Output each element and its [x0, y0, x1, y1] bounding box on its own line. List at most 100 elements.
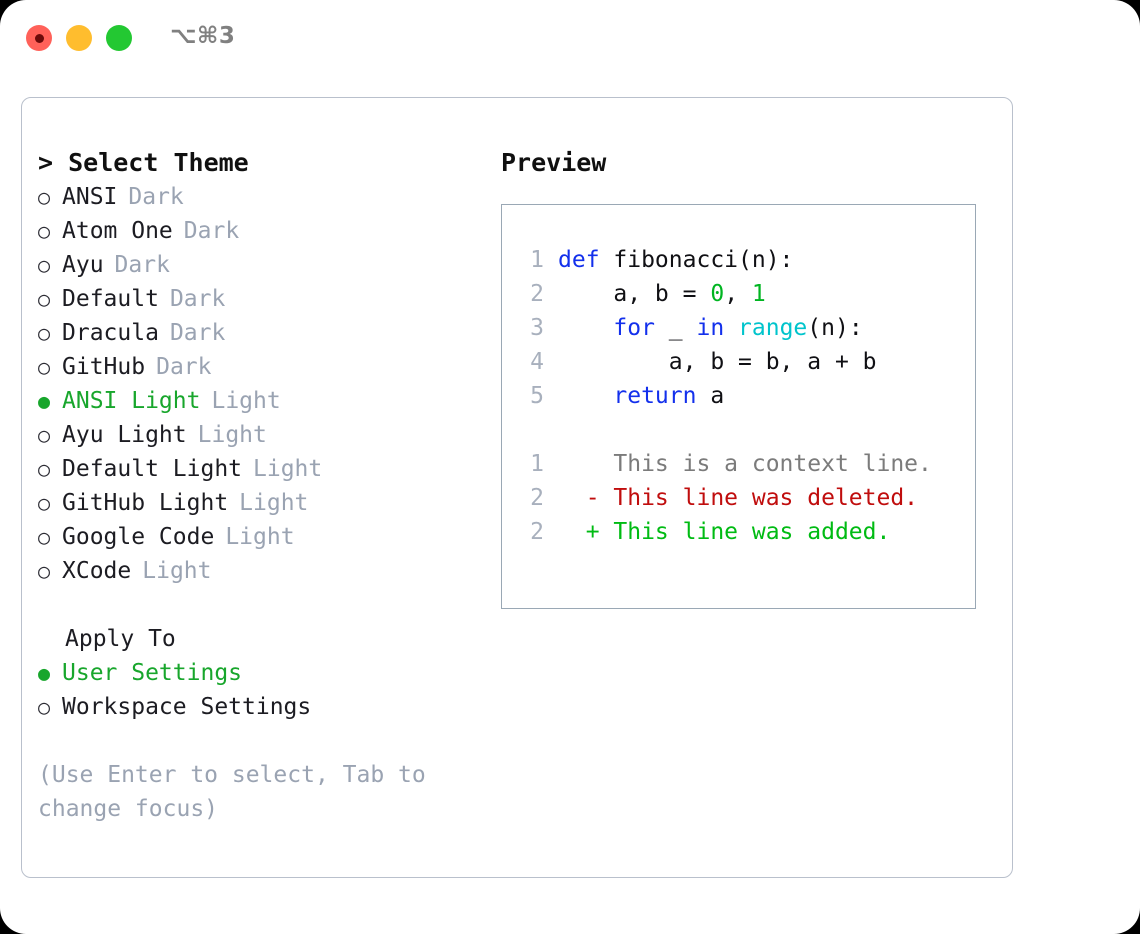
code-token: [724, 315, 738, 341]
code-line: 4 a, b = b, a + b: [520, 345, 975, 379]
theme-item-name: GitHub Light: [62, 490, 229, 516]
code-line: 3 for _ in range(n):: [520, 311, 975, 345]
apply-to-options: ● User Settings ○Workspace Settings: [38, 656, 478, 724]
theme-item[interactable]: ○ GitHub Light Light: [38, 486, 478, 520]
diff-line: 2 + This line was added.: [520, 515, 975, 549]
radio-unselected-icon: ○: [38, 287, 51, 311]
theme-item[interactable]: ○ Default Light Light: [38, 452, 478, 486]
radio-unselected-icon: ○: [38, 559, 51, 583]
preview-spacer: [520, 413, 975, 447]
diff-line: 1 This is a context line.: [520, 447, 975, 481]
theme-item-name: Atom One: [62, 218, 173, 244]
line-number: 2: [530, 485, 544, 511]
radio-selected-icon: ●: [38, 389, 51, 413]
maximize-button[interactable]: [106, 25, 132, 51]
code-token: a, b =: [558, 281, 711, 307]
diff-text: This line was deleted.: [599, 485, 919, 511]
line-number: 5: [530, 383, 544, 409]
code-line: 1 def fibonacci(n):: [520, 243, 975, 277]
code-token: 0: [710, 281, 725, 307]
line-number: 2: [530, 519, 544, 545]
theme-item[interactable]: ○ Default Dark: [38, 282, 478, 316]
radio-unselected-icon: ○: [38, 525, 51, 549]
diff-sample: 1 This is a context line.2 - This line w…: [520, 447, 975, 549]
theme-item-kind: Dark: [114, 252, 170, 278]
line-number: 1: [530, 247, 544, 273]
code-token: [558, 383, 613, 409]
radio-selected-icon: ●: [38, 661, 51, 685]
theme-item[interactable]: ○ Dracula Dark: [38, 316, 478, 350]
theme-item[interactable]: ● ANSI Light Light: [38, 384, 478, 418]
radio-unselected-icon: ○: [38, 185, 51, 209]
diff-sign: [558, 451, 600, 477]
page-title: > Select Theme: [38, 148, 249, 177]
theme-item-kind: Dark: [156, 354, 212, 380]
radio-unselected-icon: ○: [38, 457, 51, 481]
apply-to-option[interactable]: ○Workspace Settings: [38, 690, 478, 724]
theme-item-kind: Light: [197, 422, 267, 448]
code-token: fibonacci(n):: [599, 247, 794, 273]
theme-item-name: Default Light: [62, 456, 243, 482]
theme-item-kind: Dark: [128, 184, 184, 210]
code-token: a: [696, 383, 725, 409]
code-token: [558, 315, 613, 341]
preview-title: Preview: [501, 148, 607, 177]
code-token: ,: [724, 281, 752, 307]
theme-item-kind: Light: [225, 524, 295, 550]
window-controls: [26, 25, 132, 51]
theme-item-name: GitHub: [62, 354, 146, 380]
code-line: 5 return a: [520, 379, 975, 413]
code-token: def: [558, 247, 600, 273]
radio-unselected-icon: ○: [38, 219, 51, 243]
code-token: a, b = b, a + b: [558, 349, 877, 375]
theme-item-kind: Dark: [169, 320, 226, 346]
radio-unselected-icon: ○: [38, 321, 51, 345]
keyboard-hint: (Use Enter to select, Tab to change focu…: [38, 762, 440, 822]
theme-item-kind: Light: [239, 490, 309, 516]
theme-item-kind: Dark: [169, 286, 226, 312]
theme-item[interactable]: ○ Google Code Light: [38, 520, 478, 554]
code-token: return: [613, 383, 697, 409]
theme-item[interactable]: ○ Ayu Light Light: [38, 418, 478, 452]
apply-to-option-label: User Settings: [62, 660, 243, 686]
theme-item-name: Ayu: [62, 252, 104, 278]
theme-item-name: Dracula: [62, 320, 159, 346]
diff-text: This line was added.: [599, 519, 891, 545]
theme-item-name: Ayu Light: [62, 422, 187, 448]
theme-item-name: Default: [62, 286, 159, 312]
line-number: 2: [530, 281, 544, 307]
diff-line: 2 - This line was deleted.: [520, 481, 975, 515]
code-token: range: [738, 315, 808, 341]
recording-indicator-icon: [34, 33, 44, 43]
apply-to-section: Apply To ● User Settings ○Workspace Settin…: [38, 622, 478, 724]
apply-to-title: Apply To: [65, 626, 176, 652]
radio-unselected-icon: ○: [38, 695, 51, 719]
diff-sign: +: [558, 519, 600, 545]
theme-item-name: ANSI: [62, 184, 118, 210]
theme-item-name: Google Code: [62, 524, 215, 550]
radio-unselected-icon: ○: [38, 253, 51, 277]
theme-item[interactable]: ○ ANSI Dark: [38, 180, 478, 214]
radio-unselected-icon: ○: [38, 491, 51, 515]
code-token: in: [696, 315, 725, 341]
code-token: _: [654, 315, 697, 341]
close-button[interactable]: [26, 25, 52, 51]
line-number: 4: [530, 349, 544, 375]
theme-item-kind: Light: [253, 456, 323, 482]
code-token: (n):: [807, 315, 863, 341]
theme-item-kind: Light: [211, 388, 281, 414]
code-line: 2 a, b = 0, 1: [520, 277, 975, 311]
theme-item-name: ANSI Light: [62, 388, 201, 414]
theme-item-name: XCode: [62, 558, 132, 584]
radio-unselected-icon: ○: [38, 423, 51, 447]
line-number: 1: [530, 451, 544, 477]
apply-to-option[interactable]: ● User Settings: [38, 656, 478, 690]
minimize-button[interactable]: [66, 25, 92, 51]
theme-item[interactable]: ○ Ayu Dark: [38, 248, 478, 282]
